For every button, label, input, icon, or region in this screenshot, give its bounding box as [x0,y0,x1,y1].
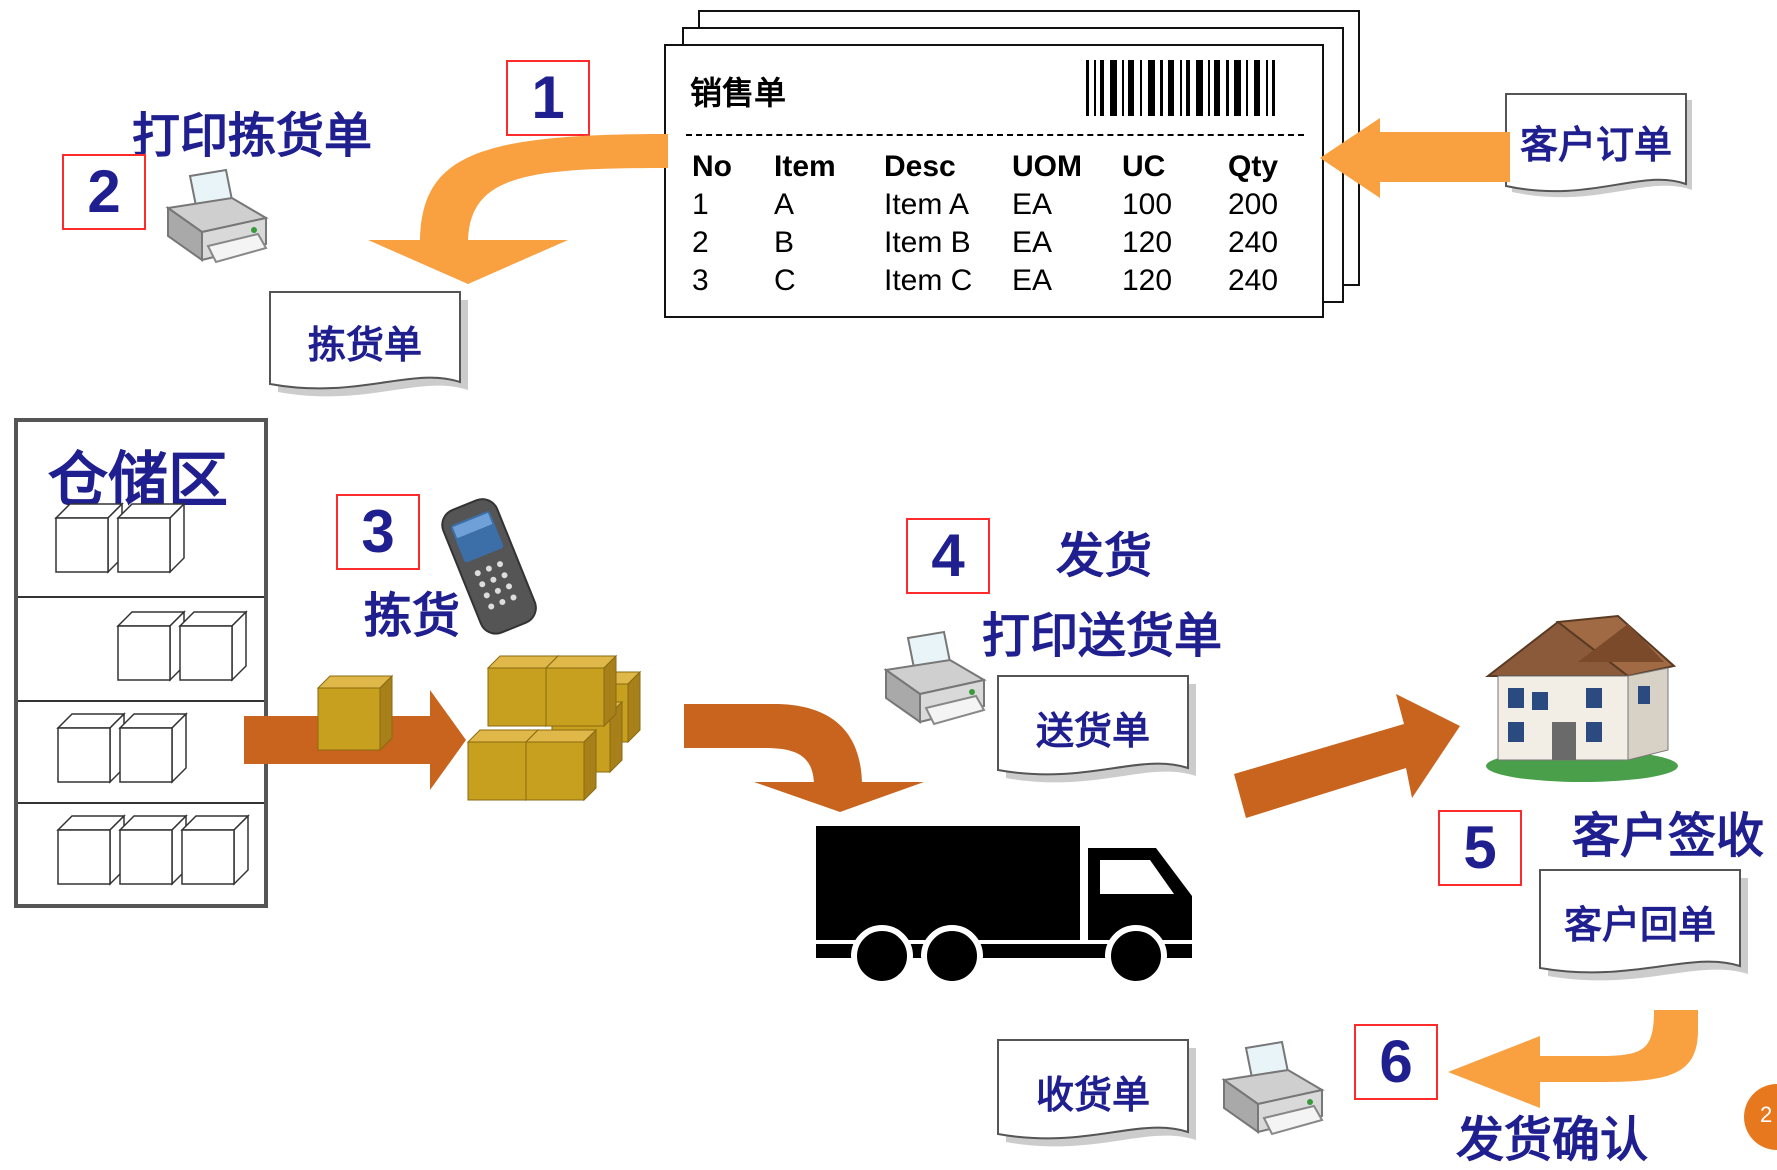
shelf-divider [18,700,264,702]
table-cell: 120 [1122,226,1173,259]
handheld-scanner-icon [441,498,537,635]
delivery-note-label: 送货单 [1035,709,1150,753]
shelf-divider [18,596,264,598]
printer-icon [883,630,987,726]
step-3-caption: 拣货 [364,588,461,644]
table-cell: Item B [884,226,971,259]
step-4-caption-line2: 打印送货单 [982,608,1223,664]
step-2-badge: 2 [62,154,146,230]
step-5-badge: 5 [1438,810,1522,886]
page-number-badge: 2 [1744,1084,1777,1150]
customer-receipt-document: 客户回单 [1539,869,1750,994]
document-shape [1505,93,1692,198]
barcode-icon [1086,60,1275,116]
arrow-picking-to-truck [684,704,924,812]
table-cell: 1 [692,188,709,221]
table-cell: EA [1012,188,1053,221]
step-4-caption-line1: 发货 [1056,528,1153,584]
page-number: 2 [1760,1102,1773,1127]
table-header-cell: Qty [1228,150,1279,183]
picked-goods-icon [467,655,641,801]
table-cell: 120 [1122,264,1173,297]
house-icon [1485,614,1678,782]
table-cell: EA [1012,226,1053,259]
goods-received-document: 收货单 [997,1039,1198,1160]
step-3-badge: 3 [336,494,420,570]
table-cell: 240 [1228,264,1279,297]
document-shape [997,675,1196,783]
step-1-badge: 1 [506,60,590,136]
pick-list-document: 拣货单 [269,291,470,408]
customer-order-label: 客户订单 [1519,123,1672,167]
table-cell: Item A [884,188,970,221]
document-shape [997,1039,1196,1147]
sales-order-divider [686,134,1304,136]
table-cell: 2 [692,226,709,259]
customer-receipt-label: 客户回单 [1563,903,1716,947]
table-header-cell: UC [1122,150,1166,183]
step-4-badge: 4 [906,518,990,594]
customer-order-document: 客户订单 [1505,93,1696,210]
step-5-caption: 客户签收 [1572,808,1765,864]
table-cell: 3 [692,264,709,297]
step-2-caption: 打印拣货单 [132,108,373,164]
table-cell: 240 [1228,226,1279,259]
document-shape [1539,869,1748,981]
table-cell: Item C [884,264,973,297]
truck-icon [816,826,1192,987]
table-header-cell: UOM [1012,150,1082,183]
table-header-cell: Item [774,150,836,183]
arrow-sales-to-picklist [368,134,668,284]
arrow-customer-to-sales [1320,118,1510,198]
table-cell: C [774,264,796,297]
shelf-divider [18,802,264,804]
table-header-cell: Desc [884,150,956,183]
goods-received-label: 收货单 [1035,1073,1150,1117]
arrow-receipt-to-confirmation [1448,1010,1698,1108]
sales-order-table: No Item Desc UOM UC Qty 1 A Item A EA 10… [692,150,1302,310]
step-6-badge: 6 [1354,1024,1438,1100]
sales-order-front-sheet: 销售单 No Item Desc UOM UC Qty [664,44,1324,318]
printer-icon [1221,1040,1325,1136]
step-6-caption: 发货确认 [1456,1112,1649,1168]
document-shape [269,291,468,397]
pick-list-label: 拣货单 [307,323,422,367]
table-header-cell: No [692,150,732,183]
table-cell: 200 [1228,188,1279,221]
delivery-note-document: 送货单 [997,675,1198,796]
table-cell: 100 [1122,188,1173,221]
sales-order-document: 销售单 No Item Desc UOM UC Qty [664,10,1360,318]
stored-boxes-icon [55,503,249,885]
table-cell: EA [1012,264,1053,297]
moving-box-icon [316,674,394,752]
table-cell: B [774,226,795,259]
table-cell: A [774,188,795,221]
printer-icon [165,168,269,264]
sales-order-title: 销售单 [690,74,787,112]
arrow-truck-to-customer [1234,694,1460,818]
